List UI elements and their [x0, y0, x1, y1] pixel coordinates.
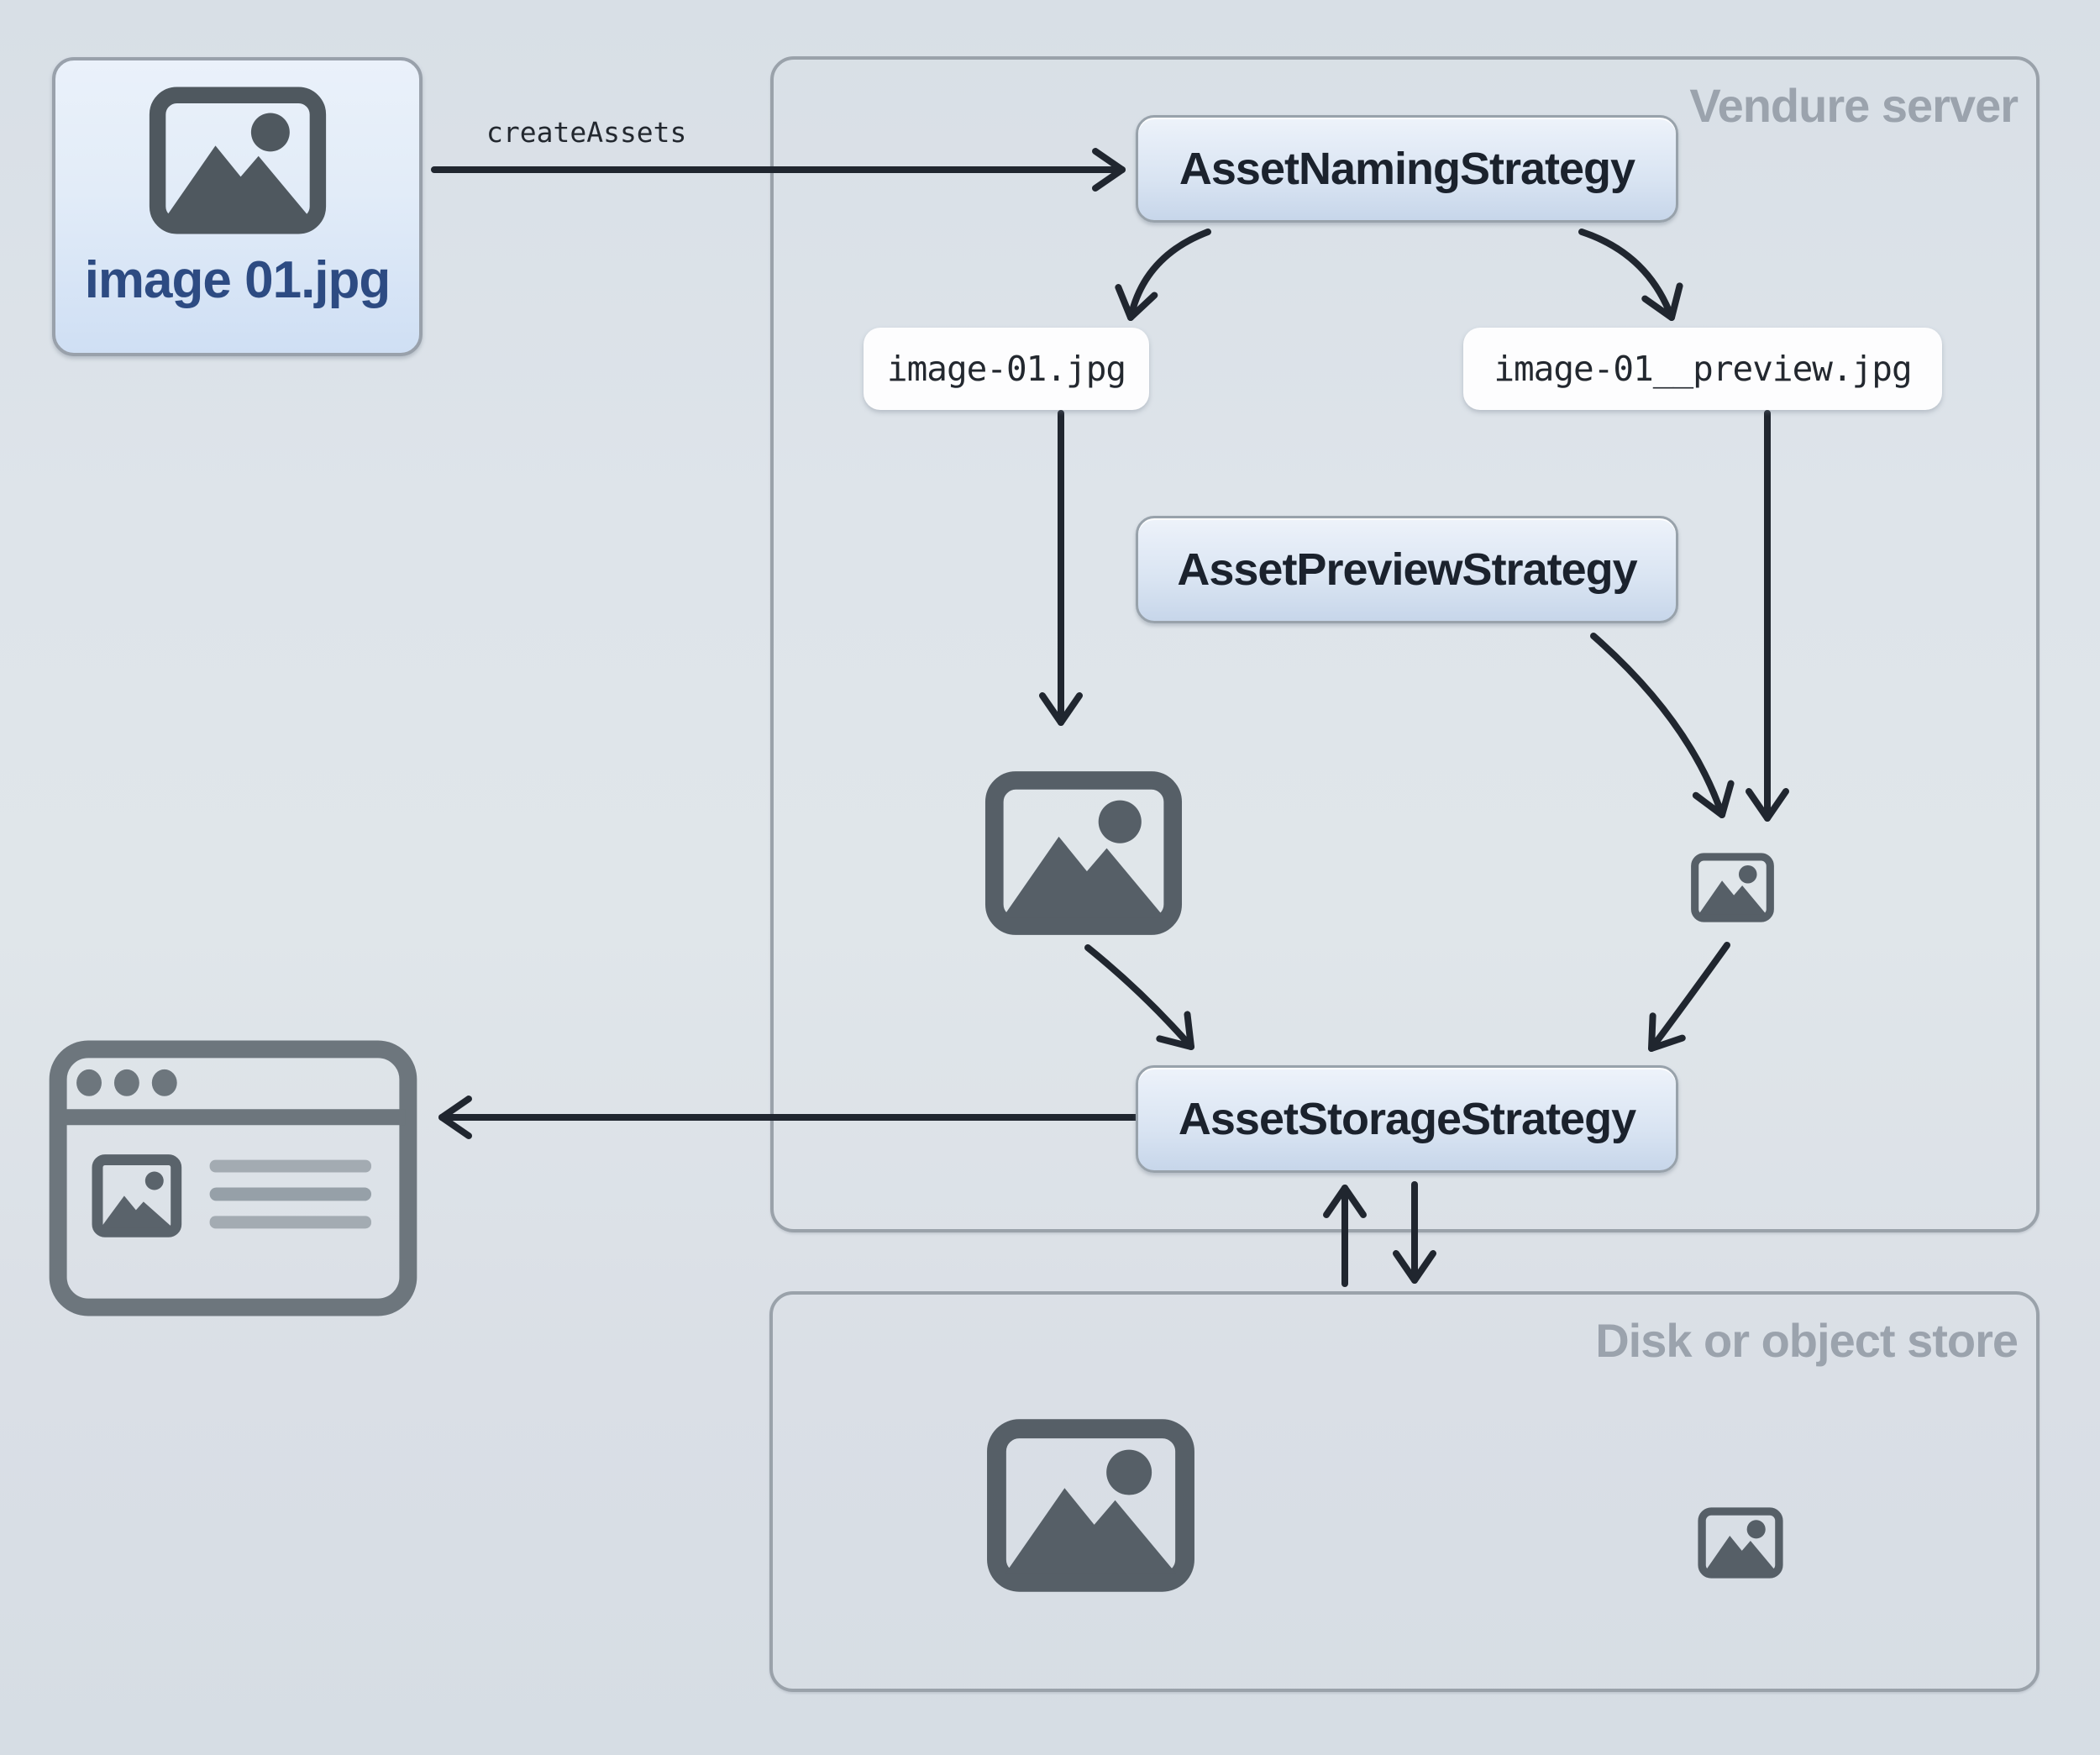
arrow-small-image-to-storage [1648, 942, 1730, 1052]
source-filename-pill: image-01.jpg [864, 328, 1149, 410]
asset-storage-strategy-label: AssetStorageStrategy [1178, 1094, 1636, 1144]
disk-store-container: Disk or object store [769, 1291, 2040, 1692]
browser-window-icon [49, 1040, 417, 1316]
arrow-naming-to-preview-name [1578, 229, 1683, 321]
image-icon [149, 84, 327, 237]
asset-storage-strategy-box: AssetStorageStrategy [1136, 1065, 1678, 1173]
source-image-label: image 01.jpg [84, 251, 391, 309]
asset-preview-strategy-label: AssetPreviewStrategy [1177, 544, 1637, 595]
disk-store-label: Disk or object store [1595, 1314, 2019, 1367]
vendure-server-container: Vendure server [770, 56, 2040, 1232]
preview-filename-text: image-01__preview.jpg [1494, 349, 1912, 389]
create-assets-label: createAssets [486, 116, 687, 149]
arrow-naming-to-source-name [1115, 229, 1211, 321]
arrow-image-to-storage [1084, 944, 1194, 1050]
source-filename-text: image-01.jpg [886, 349, 1126, 389]
image-small-icon [1690, 853, 1775, 922]
asset-naming-strategy-box: AssetNamingStrategy [1136, 115, 1678, 223]
image-small-icon [92, 1154, 182, 1237]
source-image-file-card: image 01.jpg [52, 57, 423, 356]
asset-preview-strategy-box: AssetPreviewStrategy [1136, 516, 1678, 623]
preview-filename-pill: image-01__preview.jpg [1463, 328, 1942, 410]
image-icon [986, 1417, 1195, 1594]
arrow-preview-strategy-to-small-image [1590, 633, 1735, 818]
asset-naming-strategy-label: AssetNamingStrategy [1179, 144, 1635, 194]
image-small-icon [1697, 1507, 1784, 1579]
image-icon [984, 767, 1183, 939]
vendure-server-label: Vendure server [1689, 79, 2019, 132]
